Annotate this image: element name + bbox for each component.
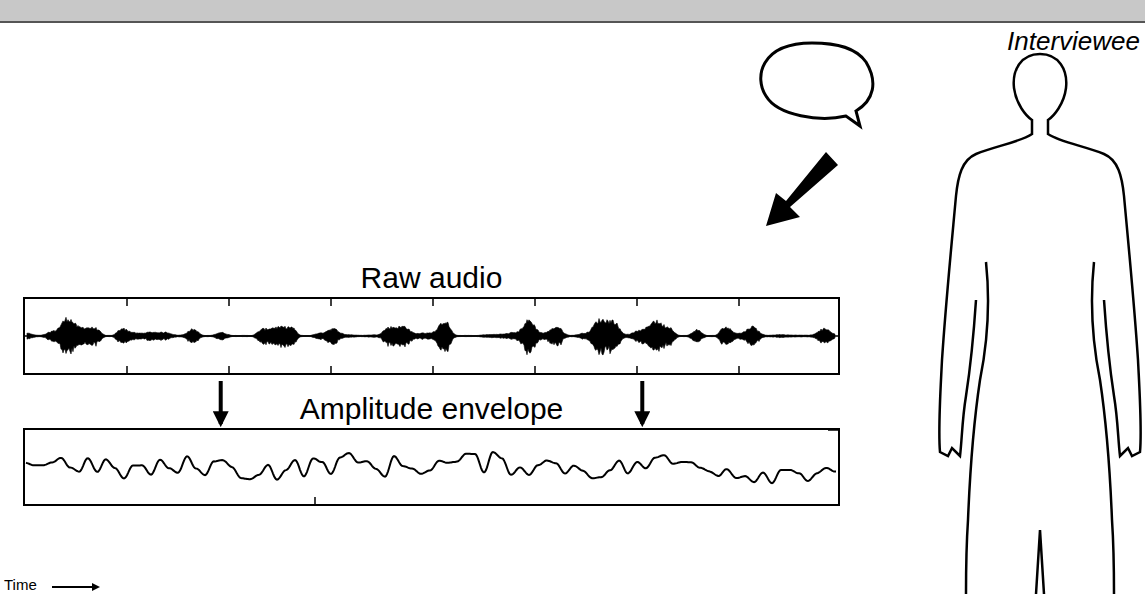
tick [534, 366, 536, 373]
time-axis-arrow [52, 586, 92, 588]
signal-plot [25, 299, 838, 373]
person-outline [939, 54, 1141, 594]
title-band [0, 0, 1145, 22]
tick [828, 430, 838, 431]
baseline [25, 335, 838, 337]
title-band-rule [0, 21, 1145, 23]
time-axis-arrowhead [92, 583, 100, 591]
tick [126, 366, 128, 373]
tick [738, 366, 740, 373]
tick [228, 366, 230, 373]
raw-audio-panel: Raw audio [23, 297, 840, 375]
panel-heading: Amplitude envelope [0, 392, 878, 426]
panel-title: Amplitude envelope [296, 392, 568, 425]
tick [330, 366, 332, 373]
axis-label: Time [4, 576, 37, 593]
tick [228, 299, 230, 306]
envelope-trace [26, 452, 836, 483]
tick [432, 366, 434, 373]
signal-plot [25, 430, 838, 504]
tick [738, 299, 740, 306]
tick [534, 299, 536, 306]
tick [636, 299, 638, 306]
panel-title: Raw audio [357, 261, 507, 294]
person-label: Interviewee [1007, 26, 1140, 57]
speech-bubble [761, 43, 873, 126]
panel-heading: Raw audio [0, 261, 878, 295]
process-arrow [219, 381, 223, 424]
tick [126, 299, 128, 306]
process-arrow [640, 381, 644, 424]
audio-arrow [766, 152, 838, 226]
tick [314, 497, 316, 504]
envelope-panel: Amplitude envelope [23, 428, 840, 506]
tick [636, 366, 638, 373]
tick [330, 299, 332, 306]
tick [432, 299, 434, 306]
